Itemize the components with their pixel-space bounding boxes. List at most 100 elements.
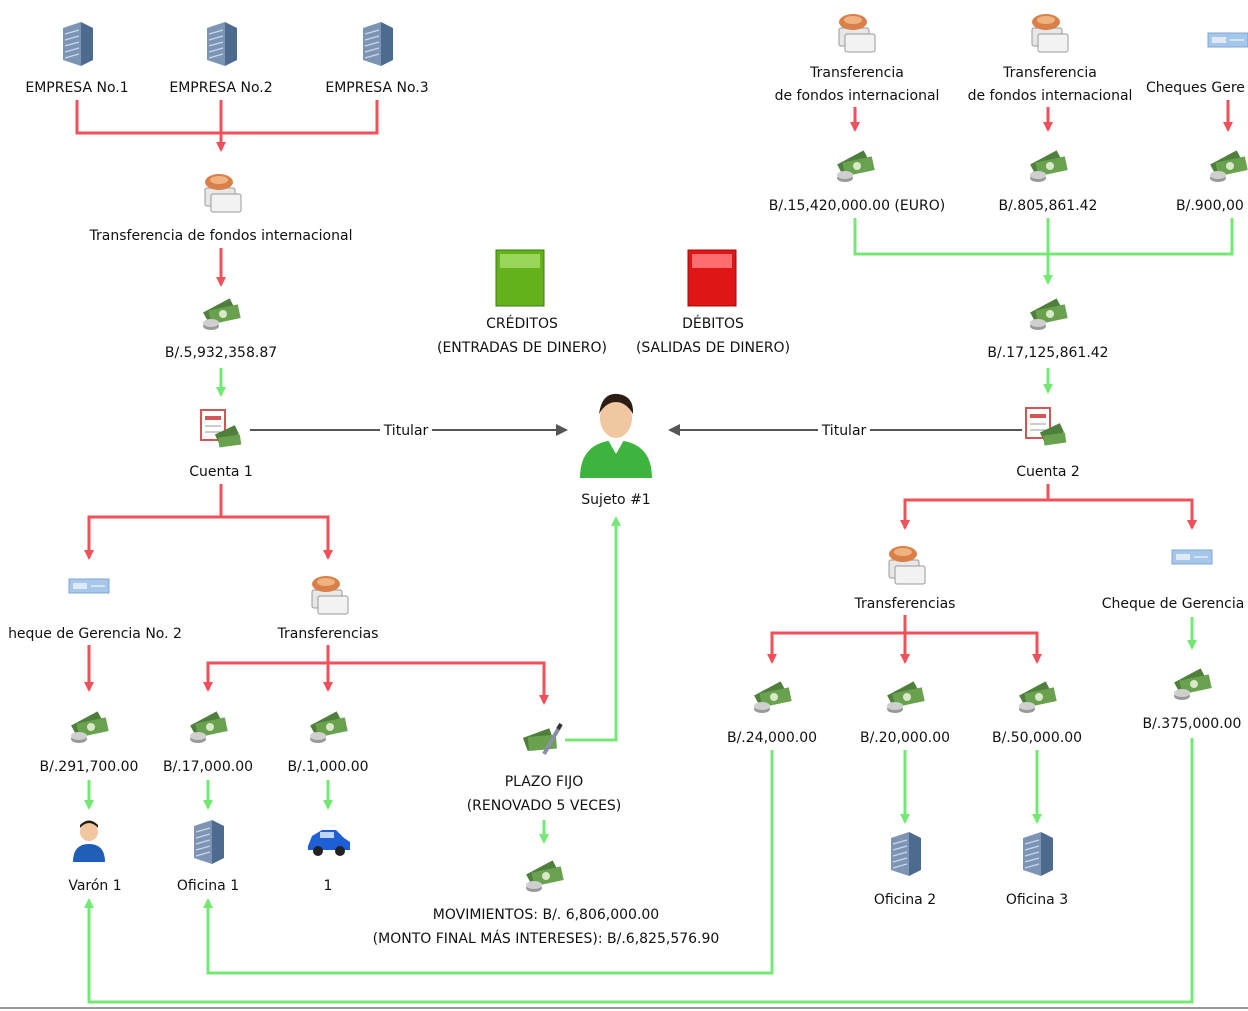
money-icon	[837, 150, 875, 182]
right-out-4-node[interactable]: B/.375,000.00	[1143, 668, 1242, 732]
oficina-2-label: Oficina 2	[874, 892, 936, 908]
right-transfers-label: Transferencias	[854, 596, 956, 612]
account2-to-cheque-arrow	[1048, 498, 1197, 530]
car-node[interactable]: 1	[308, 830, 350, 894]
account-1-label: Cuenta 1	[189, 464, 253, 480]
money-icon	[190, 711, 228, 743]
left-amount-node[interactable]: B/.5,932,358.87	[165, 298, 277, 361]
car-label: 1	[324, 878, 333, 894]
account-icon	[200, 409, 243, 449]
movements-label: MOVIMIENTOS: B/. 6,806,000.00	[433, 907, 659, 923]
right-in-1-node[interactable]: B/.15,420,000.00 (EURO)	[769, 150, 945, 214]
legend: CRÉDITOS (ENTRADAS DE DINERO) DÉBITOS (S…	[437, 249, 790, 356]
right-source-3-node[interactable]: Cheques Gere	[1146, 32, 1248, 96]
oficina-2-node[interactable]: Oficina 2	[874, 831, 936, 908]
right-source-2-node[interactable]: Transferencia de fondos internacional	[968, 13, 1133, 104]
right-in-3-label: B/.900,00	[1176, 198, 1244, 214]
money-icon	[203, 298, 241, 330]
right-out-4-label: B/.375,000.00	[1143, 716, 1242, 732]
transfers-to-50000-arrow	[905, 631, 1042, 664]
varon-node[interactable]: Varón 1	[68, 820, 122, 895]
left-inflow-lines	[75, 100, 379, 397]
cheque-icon	[68, 578, 110, 594]
left-out-1-node[interactable]: B/.291,700.00	[40, 711, 139, 775]
money-icon	[1030, 298, 1068, 330]
left-transfer-node[interactable]: Transferencia de fondos internacional	[89, 173, 353, 244]
right-out-2-label: B/.20,000.00	[860, 730, 950, 746]
company-1-label: EMPRESA No.1	[25, 80, 128, 96]
right-total-node[interactable]: B/.17,125,861.42	[987, 298, 1109, 361]
left-out-2-label: B/.17,000.00	[163, 759, 253, 775]
money-icon	[1174, 668, 1212, 700]
left-out-3-node[interactable]: B/.1,000.00	[287, 711, 369, 775]
left-out-1-label: B/.291,700.00	[40, 759, 139, 775]
right-cheque-node[interactable]: Cheque de Gerencia	[1102, 549, 1245, 612]
debit-subtitle: (SALIDAS DE DINERO)	[636, 340, 790, 356]
fixed-to-subject-arrow	[565, 516, 621, 742]
right-in-2-label: B/.805,861.42	[999, 198, 1098, 214]
fixed-term-node[interactable]: PLAZO FIJO (RENOVADO 5 VECES)	[467, 722, 622, 814]
right-out-1-label: B/.24,000.00	[727, 730, 817, 746]
company-3-node[interactable]: EMPRESA No.3	[325, 21, 429, 96]
transfer-icon	[838, 13, 876, 53]
money-icon	[310, 711, 348, 743]
building-icon	[1022, 831, 1054, 877]
money-icon	[71, 711, 109, 743]
movements-node[interactable]: MOVIMIENTOS: B/. 6,806,000.00 (MONTO FIN…	[373, 860, 720, 947]
account-2-node[interactable]: Cuenta 2	[1016, 407, 1080, 480]
transfer-icon	[888, 545, 926, 585]
left-outflow-lines	[84, 484, 621, 844]
left-transfers-node[interactable]: Transferencias	[277, 575, 379, 642]
money-icon	[1210, 150, 1248, 182]
right-out-2-node[interactable]: B/.20,000.00	[860, 681, 950, 746]
companies-bus-line	[75, 100, 379, 135]
debit-swatch-highlight	[692, 254, 732, 268]
building-icon	[193, 819, 225, 865]
right-inflow-bus-line	[853, 218, 1234, 256]
subject-node[interactable]: Sujeto #1	[580, 393, 652, 508]
right-in-2-node[interactable]: B/.805,861.42	[999, 150, 1098, 214]
person-icon	[73, 820, 105, 862]
fixed-term-icon	[520, 722, 563, 756]
left-cheque-node[interactable]: heque de Gerencia No. 2	[8, 578, 182, 642]
final-amount-label: (MONTO FINAL MÁS INTERESES): B/.6,825,57…	[373, 930, 720, 947]
right-out-3-node[interactable]: B/.50,000.00	[992, 681, 1082, 746]
left-out-3-label: B/.1,000.00	[287, 759, 368, 775]
right-out-3-label: B/.50,000.00	[992, 730, 1082, 746]
transfers-to-fixed-arrow	[328, 661, 549, 705]
left-out-2-node[interactable]: B/.17,000.00	[163, 711, 253, 775]
subject-label: Sujeto #1	[581, 492, 650, 508]
left-transfer-label: Transferencia de fondos internacional	[89, 228, 353, 244]
company-1-node[interactable]: EMPRESA No.1	[25, 21, 129, 96]
building-icon	[890, 831, 922, 877]
company-2-node[interactable]: EMPRESA No.2	[169, 21, 273, 96]
user-icon	[580, 393, 652, 478]
account-1-node[interactable]: Cuenta 1	[189, 409, 253, 480]
right-source-1-node[interactable]: Transferencia de fondos internacional	[775, 13, 940, 104]
account1-to-transfers-arrow	[221, 515, 333, 560]
right-source-1-label: Transferencia	[809, 65, 904, 81]
building-icon	[62, 21, 94, 67]
transfers-to-17000-arrow	[203, 661, 328, 692]
money-icon	[1019, 681, 1057, 713]
oficina-1-label: Oficina 1	[177, 878, 239, 894]
oficina-3-label: Oficina 3	[1006, 892, 1068, 908]
money-icon	[754, 681, 792, 713]
building-icon	[206, 21, 238, 67]
company-3-label: EMPRESA No.3	[325, 80, 428, 96]
right-inflow-lines	[850, 100, 1234, 394]
left-transfers-label: Transferencias	[277, 626, 379, 642]
oficina-3-node[interactable]: Oficina 3	[1006, 831, 1068, 908]
right-in-3-node[interactable]: B/.900,00	[1176, 150, 1248, 214]
right-total-label: B/.17,125,861.42	[987, 345, 1108, 361]
oficina-1-node[interactable]: Oficina 1	[177, 819, 239, 894]
transfers-to-24000-arrow	[767, 631, 905, 664]
right-transfers-node[interactable]: Transferencias	[854, 545, 956, 612]
24000-to-oficina1-arrow	[203, 750, 774, 975]
right-out-1-node[interactable]: B/.24,000.00	[727, 681, 817, 746]
car-icon	[308, 830, 350, 856]
titular-left-bg	[380, 418, 432, 440]
titular-left-label: Titular	[383, 423, 429, 439]
account-2-label: Cuenta 2	[1016, 464, 1080, 480]
